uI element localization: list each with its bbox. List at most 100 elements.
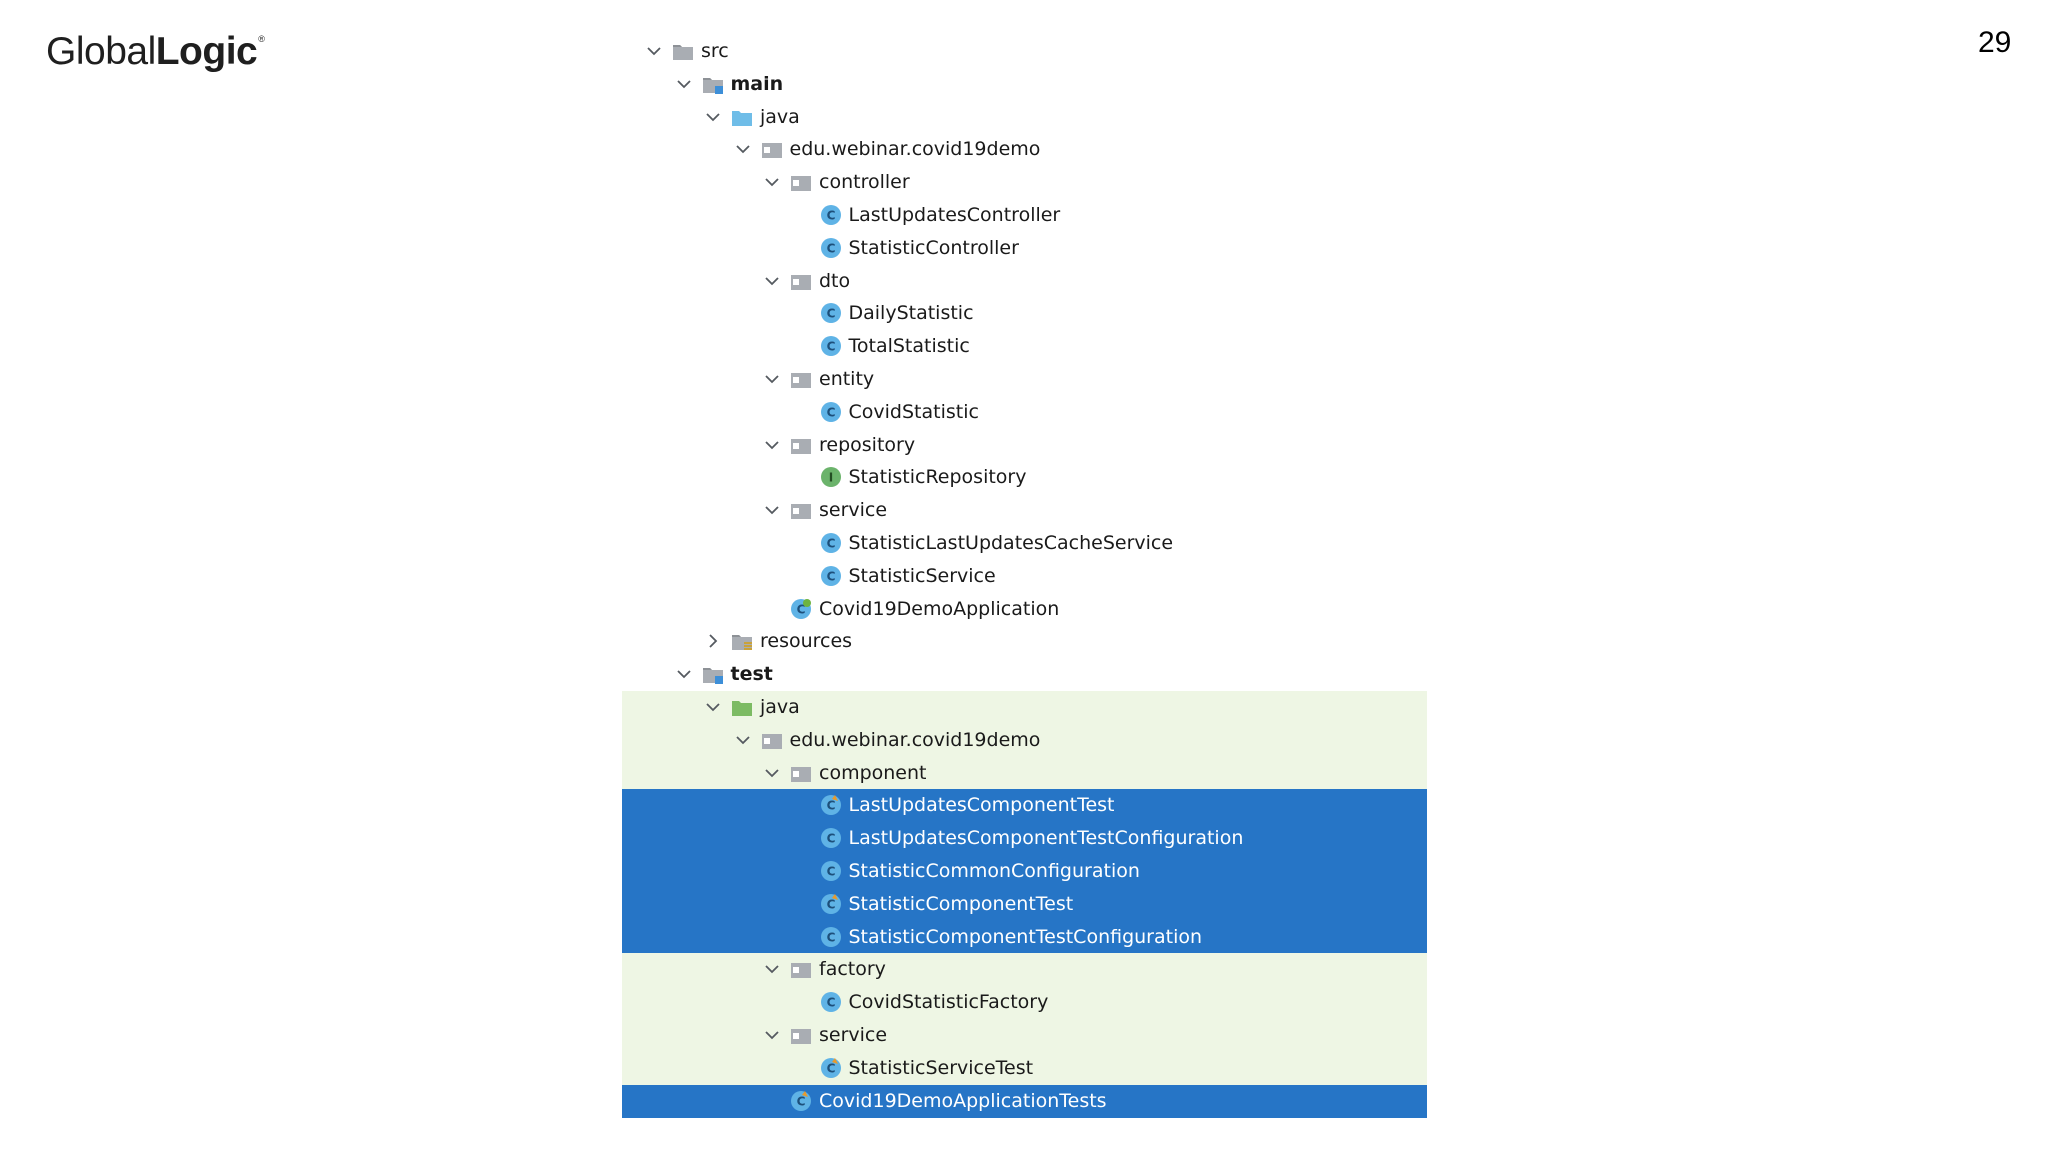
tree-row[interactable]: edu.webinar.covid19demo [622, 133, 1427, 166]
svg-text:C: C [826, 799, 835, 813]
tree-item-label: main [730, 72, 784, 95]
folder-icon [673, 45, 693, 60]
test-class-icon: C [820, 1057, 841, 1078]
interface-icon: I [820, 467, 841, 488]
chevron-down-icon[interactable] [763, 764, 781, 782]
chevron-down-icon[interactable] [645, 42, 663, 60]
svg-text:C: C [826, 832, 835, 846]
chevron-down-icon[interactable] [763, 1026, 781, 1044]
svg-text:I: I [828, 471, 832, 485]
tree-item-label: LastUpdatesController [848, 204, 1061, 226]
package-icon [791, 438, 811, 454]
test-source-folder-icon [732, 701, 752, 716]
tree-row[interactable]: I StatisticRepository [622, 461, 1427, 494]
tree-row[interactable]: C LastUpdatesComponentTest [622, 789, 1427, 823]
tree-item-label: entity [819, 368, 875, 390]
class-icon: C [820, 401, 841, 422]
tree-item-label: repository [819, 433, 916, 456]
chevron-down-icon[interactable] [734, 731, 752, 749]
tree-item-label: StatisticRepository [848, 466, 1027, 489]
tree-item-label: StatisticService [848, 564, 996, 587]
tree-row[interactable]: C LastUpdatesController [622, 199, 1427, 232]
chevron-down-icon[interactable] [763, 173, 781, 191]
tree-row[interactable]: dto [622, 265, 1427, 298]
package-icon [791, 274, 811, 290]
tree-row[interactable]: factory [622, 953, 1427, 987]
tree-row[interactable]: controller [622, 166, 1427, 199]
tree-row[interactable]: resources [622, 625, 1427, 658]
chevron-down-icon[interactable] [763, 960, 781, 978]
tree-item-label: LastUpdatesComponentTest [848, 794, 1115, 817]
tree-row[interactable]: service [622, 1019, 1427, 1052]
tree-row[interactable]: service [622, 494, 1427, 527]
class-icon: C [820, 828, 841, 849]
chevron-down-icon[interactable] [704, 108, 722, 126]
tree-row[interactable]: src [622, 35, 1427, 68]
resources-folder-icon [732, 635, 752, 651]
class-icon: C [820, 926, 841, 947]
chevron-down-icon[interactable] [763, 501, 781, 519]
tree-item-label: factory [819, 958, 886, 981]
tree-row[interactable]: edu.webinar.covid19demo [622, 723, 1427, 757]
globallogic-logo: GlobalLogic® [46, 30, 265, 73]
package-icon [791, 176, 811, 192]
package-icon [791, 766, 811, 782]
chevron-down-icon[interactable] [763, 272, 781, 290]
class-icon: C [820, 237, 841, 258]
package-icon [761, 143, 782, 159]
test-class-icon: C [820, 893, 841, 914]
chevron-down-icon[interactable] [734, 140, 752, 158]
tree-item-label: controller [819, 171, 910, 194]
tree-row[interactable]: C Covid19DemoApplication [622, 593, 1427, 626]
tree-item-label: StatisticLastUpdatesCacheService [848, 532, 1174, 554]
class-icon: C [820, 992, 841, 1013]
tree-item-label: DailyStatistic [848, 302, 974, 325]
tree-item-label: CovidStatistic [848, 400, 979, 423]
chevron-down-icon[interactable] [704, 698, 722, 716]
tree-row[interactable]: entity [622, 363, 1427, 396]
svg-text:C: C [797, 602, 806, 616]
chevron-down-icon[interactable] [675, 665, 693, 683]
tree-row[interactable]: component [622, 756, 1427, 790]
tree-row[interactable]: java [622, 101, 1427, 134]
tree-item-label: resources [760, 630, 853, 653]
tree-item-label: edu.webinar.covid19demo [789, 728, 1041, 751]
package-icon [791, 963, 811, 979]
tree-row[interactable]: repository [622, 429, 1427, 462]
chevron-down-icon[interactable] [675, 75, 693, 93]
tree-row[interactable]: test [622, 658, 1427, 691]
tree-row[interactable]: main [622, 68, 1427, 101]
tree-item-label: java [760, 105, 800, 128]
tree-item-label: StatisticComponentTestConfiguration [848, 925, 1203, 948]
tree-item-label: java [760, 696, 800, 718]
class-icon: C [820, 336, 841, 357]
tree-item-label: Covid19DemoApplication [819, 597, 1060, 620]
chevron-right-icon[interactable] [704, 632, 722, 650]
tree-row[interactable]: java [622, 691, 1427, 724]
svg-text:C: C [826, 209, 835, 223]
source-folder-icon [732, 110, 752, 126]
tree-row[interactable]: C StatisticComponentTestConfiguration [622, 920, 1427, 954]
svg-text:C: C [826, 930, 835, 944]
chevron-down-icon[interactable] [763, 370, 781, 388]
tree-item-label: src [701, 40, 729, 62]
test-root-folder-icon [702, 668, 723, 685]
tree-row[interactable]: C CovidStatistic [622, 396, 1427, 429]
svg-text:C: C [826, 241, 835, 255]
chevron-down-icon[interactable] [763, 436, 781, 454]
tree-row[interactable]: C Covid19DemoApplicationTests [622, 1084, 1427, 1118]
tree-item-label: component [819, 761, 927, 784]
tree-item-label: Covid19DemoApplicationTests [819, 1089, 1107, 1112]
svg-text:C: C [797, 1094, 806, 1108]
